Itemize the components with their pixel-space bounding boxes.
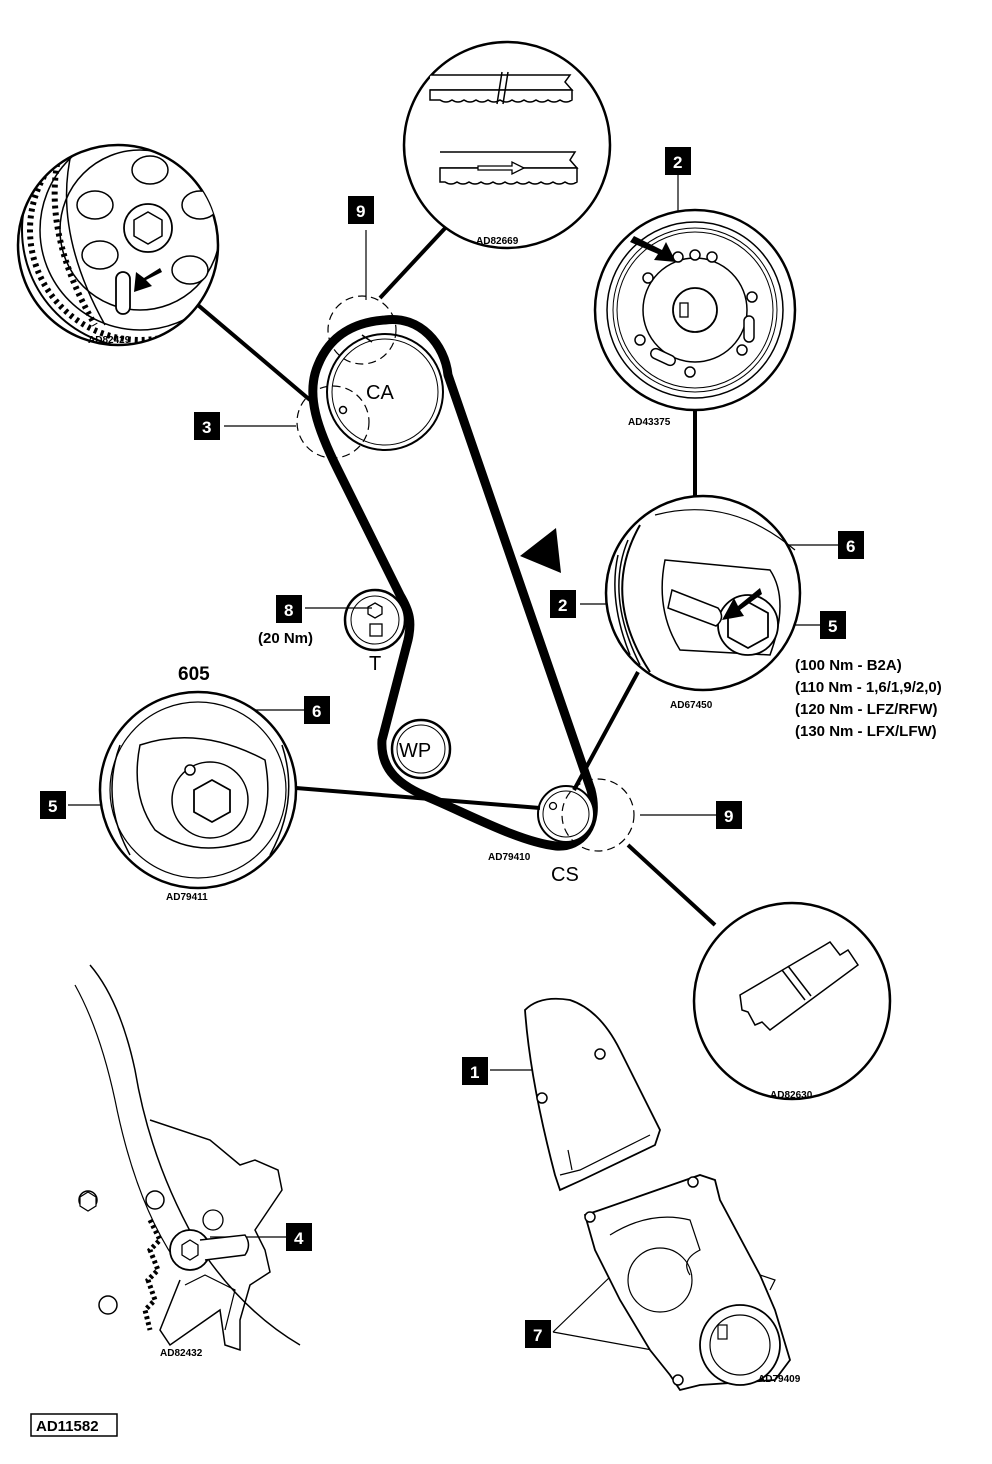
- ref-crank-pulley-left: AD79411: [166, 892, 208, 903]
- tensioner-detail: AD82432: [74, 964, 301, 1359]
- leader-lines: [68, 175, 838, 1359]
- crankshaft-pulley: CS AD79410: [488, 785, 595, 886]
- callout-4: 4: [286, 1223, 312, 1251]
- bolt-torque-item: (110 Nm - 1,6/1,9/2,0): [795, 679, 942, 696]
- svg-text:2: 2: [673, 153, 682, 172]
- zoom-marker-belt: [327, 295, 397, 365]
- upper-timing-cover: [524, 997, 661, 1192]
- water-pump-label: WP: [399, 740, 431, 762]
- svg-text:7: 7: [533, 1326, 542, 1345]
- svg-text:AD11582: AD11582: [36, 1418, 99, 1435]
- lower-timing-cover: AD79409: [583, 1174, 801, 1392]
- callouts: 1 2 2 3 4 5 5 6 6 7 8 9 9: [40, 147, 864, 1348]
- ref-crank-small: AD79410: [488, 852, 531, 863]
- bolt-torque-item: (130 Nm - LFX/LFW): [795, 723, 937, 740]
- svg-text:8: 8: [284, 601, 293, 620]
- camshaft-sprocket-detail: AD82429: [16, 143, 220, 347]
- callout-2-pin: 2: [550, 590, 576, 618]
- tensioner-label: T: [369, 653, 381, 675]
- flywheel-detail: AD43375: [593, 208, 797, 428]
- pointer-arrow-icon: [630, 236, 676, 262]
- svg-text:2: 2: [558, 596, 567, 615]
- zoom-marker-cam: [296, 385, 370, 459]
- svg-text:9: 9: [724, 807, 733, 826]
- svg-text:9: 9: [356, 202, 365, 221]
- callout-9-top: 9: [348, 196, 374, 224]
- model-label: 605: [178, 664, 210, 685]
- pointer-arrow-icon: [134, 268, 162, 292]
- crank-pulley-left-detail: 605 AD79411: [98, 664, 298, 903]
- tensioner-pulley: T: [343, 588, 407, 675]
- callout-6-right: 6: [838, 531, 864, 559]
- bolt-torque-list: (100 Nm - B2A) (110 Nm - 1,6/1,9/2,0) (1…: [795, 657, 942, 740]
- crank-pulley-right-detail: AD67450: [604, 494, 802, 711]
- svg-text:6: 6: [312, 702, 321, 721]
- svg-text:1: 1: [470, 1063, 479, 1082]
- callout-7: 7: [525, 1320, 551, 1348]
- callout-5-left: 5: [40, 791, 66, 819]
- zoom-marker-crank: [561, 778, 635, 852]
- ref-belt-mark-crank: AD82630: [770, 1090, 813, 1101]
- direction-arrow-icon: [520, 528, 561, 573]
- callout-8: 8: [276, 595, 302, 623]
- callout-9-crank: 9: [716, 801, 742, 829]
- belt-mark-crank-detail: AD82630: [692, 901, 892, 1101]
- bolt-torque-item: (100 Nm - B2A): [795, 657, 902, 674]
- water-pump-pulley: WP: [390, 718, 452, 780]
- ref-belt-marks: AD82669: [476, 236, 519, 247]
- svg-text:4: 4: [294, 1229, 304, 1248]
- tensioner-torque: (20 Nm): [258, 630, 313, 647]
- figure-reference: AD11582: [30, 1413, 118, 1437]
- timing-belt: [308, 314, 598, 851]
- svg-text:3: 3: [202, 418, 211, 437]
- ref-tensioner-detail: AD82432: [160, 1348, 203, 1359]
- ref-flywheel: AD43375: [628, 417, 671, 428]
- ref-crank-pulley-right: AD67450: [670, 700, 713, 711]
- svg-text:6: 6: [846, 537, 855, 556]
- ref-cam-detail: AD82429: [88, 335, 131, 346]
- callout-5-right: 5: [820, 611, 846, 639]
- callout-3: 3: [194, 412, 220, 440]
- bolt-torque-item: (120 Nm - LFZ/RFW): [795, 701, 938, 718]
- crankshaft-label: CS: [551, 864, 579, 886]
- camshaft-label: CA: [366, 382, 394, 404]
- pointer-arrow-icon: [722, 588, 762, 620]
- svg-text:5: 5: [48, 797, 57, 816]
- callout-1: 1: [462, 1057, 488, 1085]
- belt-marks-detail: AD82669: [402, 40, 612, 250]
- svg-text:5: 5: [828, 617, 837, 636]
- callout-2-flywheel: 2: [665, 147, 691, 175]
- callout-6-left: 6: [304, 696, 330, 724]
- camshaft-pulley: CA: [326, 333, 444, 451]
- ref-lower-cover: AD79409: [758, 1374, 801, 1385]
